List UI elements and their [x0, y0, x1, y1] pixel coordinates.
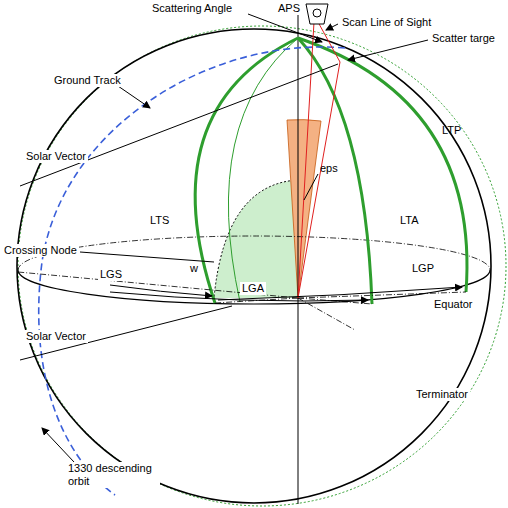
angle-label: LTA	[398, 214, 421, 227]
meridian-lta	[298, 38, 372, 304]
angle-label: eps	[318, 162, 340, 175]
sight-line	[298, 22, 314, 298]
callout-label: Scan Line of Sight	[340, 16, 433, 29]
angle-label: LTS	[148, 214, 171, 227]
w-sector	[214, 180, 298, 298]
angle-label: LGS	[98, 268, 124, 281]
ground-track	[39, 47, 345, 495]
sight-line	[298, 62, 340, 298]
instrument-label: APS	[276, 2, 302, 15]
line-label: Equator	[432, 298, 475, 311]
line-label: Terminator	[414, 388, 470, 401]
orbit-label: 1330 descending orbit	[66, 462, 160, 488]
callout-label: Scattering Angle	[150, 2, 234, 15]
angle-label: LTP	[440, 124, 463, 137]
callout-label: Ground Track	[52, 74, 123, 87]
meridian-ltp	[298, 38, 467, 292]
callout-label: Scatter targe	[430, 32, 497, 45]
angle-label: LGP	[410, 262, 436, 275]
w-arc	[214, 180, 298, 298]
aps-instrument	[306, 4, 328, 24]
meridian-thin	[228, 38, 298, 302]
vector-label: Solar Vector	[24, 150, 88, 163]
angle-label: w	[188, 262, 200, 275]
terminator	[17, 29, 491, 503]
meridian-lts	[195, 38, 298, 303]
eps-wedge	[287, 120, 321, 298]
orbit	[18, 26, 506, 506]
angle-label: LGA	[240, 282, 266, 295]
vector-label: Solar Vector	[24, 330, 88, 343]
node-label: Crossing Node	[2, 244, 79, 257]
equator-front	[18, 270, 490, 304]
